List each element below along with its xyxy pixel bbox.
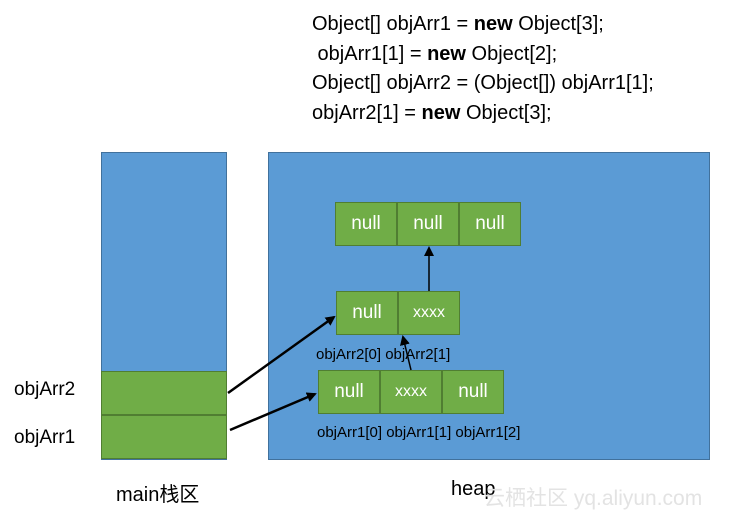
code-line-3: Object[] objArr2 = (Object[]) objArr1[1]… <box>312 72 654 94</box>
arrow-objarr2-to-arr2 <box>227 315 336 395</box>
stack-caption: main栈区 <box>116 484 200 506</box>
arr1-index-labels: objArr1[0] objArr1[1] objArr1[2] <box>317 424 521 441</box>
arr1-cell-1: xxxx <box>380 370 442 414</box>
arr1-cell-0: null <box>318 370 380 414</box>
arrow-objarr1-to-arr1 <box>229 392 317 432</box>
top-array-cell-1: null <box>397 202 459 246</box>
stack-label-objarr2: objArr2 <box>14 379 76 400</box>
code-line-2: objArr1[1] = new Object[2]; <box>312 42 558 65</box>
stack-slot-objarr2 <box>101 371 227 415</box>
code-snippet: Object[] objArr1 = new Object[3]; objArr… <box>312 10 654 128</box>
top-array-cell-0: null <box>335 202 397 246</box>
code-line-1: Object[] objArr1 = new Object[3]; <box>312 13 604 35</box>
stack-label-objarr1: objArr1 <box>14 427 76 448</box>
top-array-cell-2: null <box>459 202 521 246</box>
code-line-4: objArr2[1] = new Object[3]; <box>312 101 552 124</box>
stack-slot-objarr1 <box>101 415 227 459</box>
arr2-cell-0: null <box>336 291 398 335</box>
heap-caption: heap <box>451 478 496 500</box>
watermark-text: 云栖社区 yq.aliyun.com <box>484 487 703 510</box>
arr2-index-labels: objArr2[0] objArr2[1] <box>316 346 451 363</box>
arr1-cell-2: null <box>442 370 504 414</box>
arr2-cell-1: xxxx <box>398 291 460 335</box>
arrow-arr1-1-to-arr2 <box>400 335 412 371</box>
